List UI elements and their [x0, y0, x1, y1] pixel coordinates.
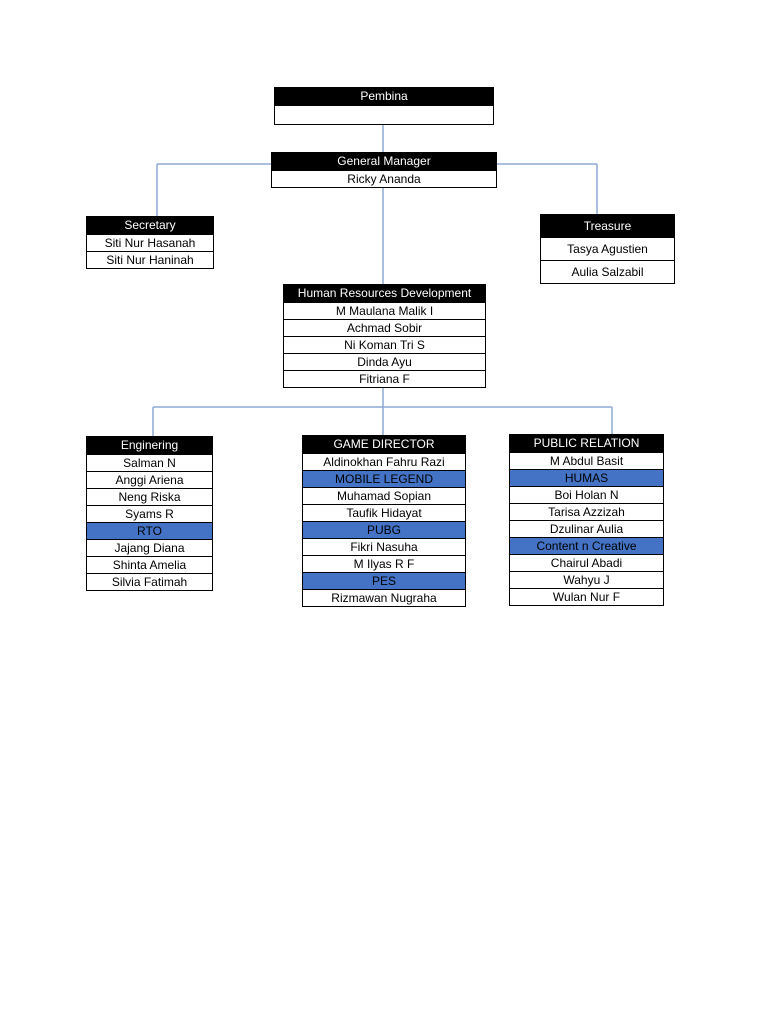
public-relation-member: M Abdul Basit [510, 452, 663, 469]
engineering-member: Shinta Amelia [87, 556, 212, 573]
hrd-title: Human Resources Development [284, 285, 485, 302]
engineering-box: Enginering Salman N Anggi Ariena Neng Ri… [86, 436, 213, 591]
general-manager-box: General Manager Ricky Ananda [271, 152, 497, 188]
game-director-member: Aldinokhan Fahru Razi [303, 453, 465, 470]
game-director-box: GAME DIRECTOR Aldinokhan Fahru Razi MOBI… [302, 435, 466, 607]
public-relation-title: PUBLIC RELATION [510, 435, 663, 452]
general-manager-member: Ricky Ananda [272, 170, 496, 187]
public-relation-member: Wulan Nur F [510, 588, 663, 605]
game-director-member: Taufik Hidayat [303, 504, 465, 521]
game-director-subteam-header: PES [303, 572, 465, 589]
treasure-title: Treasure [541, 215, 674, 237]
hrd-member: Achmad Sobir [284, 319, 485, 336]
public-relation-member: Chairul Abadi [510, 554, 663, 571]
engineering-member: Neng Riska [87, 488, 212, 505]
secretary-title: Secretary [87, 217, 213, 234]
hrd-member: M Maulana Malik I [284, 302, 485, 319]
hrd-member: Fitriana F [284, 370, 485, 387]
game-director-subteam-header: PUBG [303, 521, 465, 538]
public-relation-subteam-header: HUMAS [510, 469, 663, 486]
secretary-box: Secretary Siti Nur Hasanah Siti Nur Hani… [86, 216, 214, 269]
engineering-member: Syams R [87, 505, 212, 522]
engineering-member: Jajang Diana [87, 539, 212, 556]
public-relation-member: Dzulinar Aulia [510, 520, 663, 537]
pembina-box: Pembina [274, 87, 494, 125]
engineering-member: Anggi Ariena [87, 471, 212, 488]
general-manager-title: General Manager [272, 153, 496, 170]
public-relation-member: Tarisa Azzizah [510, 503, 663, 520]
treasure-member: Aulia Salzabil [541, 260, 674, 283]
public-relation-member: Boi Holan N [510, 486, 663, 503]
hrd-box: Human Resources Development M Maulana Ma… [283, 284, 486, 388]
game-director-member: Fikri Nasuha [303, 538, 465, 555]
game-director-member: M Ilyas R F [303, 555, 465, 572]
game-director-member: Muhamad Sopian [303, 487, 465, 504]
public-relation-member: Wahyu J [510, 571, 663, 588]
engineering-subteam-header: RTO [87, 522, 212, 539]
public-relation-box: PUBLIC RELATION M Abdul Basit HUMAS Boi … [509, 434, 664, 606]
hrd-member: Dinda Ayu [284, 353, 485, 370]
game-director-member: Rizmawan Nugraha [303, 589, 465, 606]
treasure-box: Treasure Tasya Agustien Aulia Salzabil [540, 214, 675, 284]
engineering-member: Salman N [87, 454, 212, 471]
secretary-member: Siti Nur Haninah [87, 251, 213, 268]
secretary-member: Siti Nur Hasanah [87, 234, 213, 251]
pembina-member [275, 105, 493, 124]
engineering-member: Silvia Fatimah [87, 573, 212, 590]
pembina-title: Pembina [275, 88, 493, 105]
public-relation-subteam-header: Content n Creative [510, 537, 663, 554]
engineering-title: Enginering [87, 437, 212, 454]
game-director-subteam-header: MOBILE LEGEND [303, 470, 465, 487]
game-director-title: GAME DIRECTOR [303, 436, 465, 453]
hrd-member: Ni Koman Tri S [284, 336, 485, 353]
treasure-member: Tasya Agustien [541, 237, 674, 260]
